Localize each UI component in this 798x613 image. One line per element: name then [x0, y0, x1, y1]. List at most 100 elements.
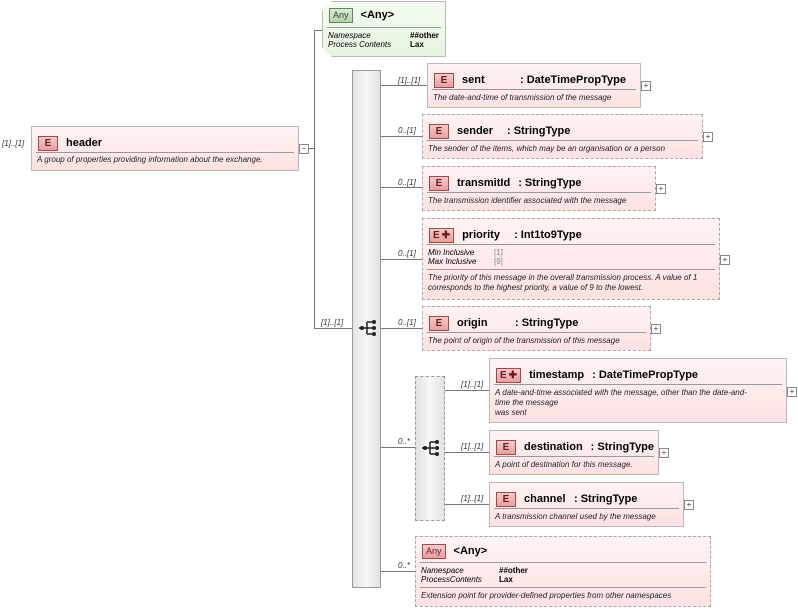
any-bottom-props: Namespace ##other ProcessContents Lax [421, 566, 528, 584]
origin-cardinality: 0..[1] [398, 318, 416, 327]
origin-name: origin [457, 317, 488, 329]
channel-element[interactable]: E channel : StringType A transmission ch… [489, 482, 684, 527]
timestamp-type: : DateTimePropType [592, 369, 699, 381]
transmitid-heading: E transmitId : StringType [429, 173, 582, 193]
sent-heading: E sent : DateTimePropType [434, 70, 626, 90]
sender-name: sender [457, 125, 494, 137]
facet-value: [1] [494, 248, 503, 257]
any-badge-icon: Any [422, 543, 446, 559]
facet-key: Min Inclusive [428, 248, 475, 257]
expand-icon[interactable]: + [656, 184, 666, 194]
element-plus-badge-icon: E✚ [496, 367, 522, 383]
channel-doc: A transmission channel used by the messa… [495, 512, 656, 521]
any-bottom-heading: Any <Any> [422, 541, 495, 561]
destination-heading: E destination : StringType [496, 437, 654, 457]
prop-value: ##other [410, 31, 439, 40]
sequence-icon [359, 320, 376, 336]
sent-doc: The date-and-time of transmission of the… [433, 93, 612, 102]
header-cardinality: [1]..[1] [2, 139, 25, 148]
priority-heading: E✚ priority : Int1to9Type [429, 225, 582, 245]
sender-element[interactable]: E sender : StringType The sender of the … [422, 114, 703, 159]
sequence-icon [422, 440, 439, 456]
timestamp-element[interactable]: E✚ timestamp : DateTimePropType A date-a… [489, 358, 787, 423]
destination-name: destination [524, 441, 583, 453]
expand-icon[interactable]: + [659, 448, 669, 458]
channel-type: : StringType [574, 493, 638, 505]
header-element-name: header [66, 137, 103, 149]
channel-name: channel [524, 493, 566, 505]
sent-name: sent [462, 74, 485, 86]
transmitid-doc: The transmission identifier associated w… [428, 196, 627, 205]
any-badge-icon: Any [329, 8, 353, 23]
sender-heading: E sender : StringType [429, 121, 570, 141]
expand-icon[interactable]: + [684, 500, 694, 510]
priority-name: priority [462, 229, 500, 241]
origin-doc: The point of origin of the transmission … [428, 336, 620, 345]
sent-element[interactable]: E sent : DateTimePropType The date-and-t… [427, 63, 641, 108]
sender-cardinality: 0..[1] [398, 126, 416, 135]
origin-type: : StringType [515, 317, 579, 329]
transmitid-type: : StringType [518, 177, 582, 189]
priority-cardinality: 0..[1] [398, 249, 416, 258]
facet-value: [9] [494, 257, 503, 266]
any-bottom-element[interactable]: Any <Any> Namespace ##other ProcessConten… [415, 536, 711, 607]
priority-facets: Min Inclusive [1] Max Inclusive [9] [428, 248, 503, 266]
prop-key: Process Contents [328, 40, 392, 49]
element-badge-icon: E [434, 72, 454, 88]
element-badge-icon: E [429, 315, 449, 331]
origin-heading: E origin : StringType [429, 313, 578, 333]
prop-key: ProcessContents [421, 575, 482, 584]
channel-heading: E channel : StringType [496, 489, 637, 509]
priority-doc: The priority of this message in the over… [428, 273, 698, 292]
facet-key: Max Inclusive [428, 257, 477, 266]
any-top-title: <Any> [360, 9, 395, 21]
collapse-icon[interactable]: − [299, 144, 309, 154]
any-top-heading: Any <Any> [329, 5, 402, 25]
header-element[interactable]: E header A group of properties providing… [31, 126, 299, 171]
element-badge-icon: E [429, 123, 449, 139]
channel-cardinality: [1]..[1] [461, 494, 484, 503]
destination-doc: A point of destination for this message. [495, 460, 633, 469]
any-bottom-title: <Any> [453, 545, 488, 557]
expand-icon[interactable]: + [703, 132, 713, 142]
sent-cardinality: [1]..[1] [398, 76, 421, 85]
any-bottom-cardinality: 0..* [398, 561, 411, 570]
element-badge-icon: E [496, 491, 516, 507]
sent-type: : DateTimePropType [520, 74, 626, 86]
timestamp-doc: A date-and-time associated with the mess… [495, 388, 747, 417]
timestamp-cardinality: [1]..[1] [461, 380, 484, 389]
transmitid-name: transmitId [457, 177, 511, 189]
prop-value: ##other [499, 566, 528, 575]
priority-type: : Int1to9Type [514, 229, 582, 241]
header-element-doc: A group of properties providing informat… [37, 155, 263, 164]
origin-element[interactable]: E origin : StringType The point of origi… [422, 306, 651, 351]
sequence-cardinality: [1]..[1] [321, 318, 344, 327]
any-top-props: Namespace ##other Process Contents Lax [328, 31, 439, 49]
destination-type: : StringType [590, 441, 655, 453]
transmitid-element[interactable]: E transmitId : StringType The transmissi… [422, 166, 656, 211]
timestamp-name: timestamp [529, 369, 585, 381]
sender-type: : StringType [507, 125, 571, 137]
header-element-heading: E header [38, 133, 110, 153]
any-bottom-doc: Extension point for provider-defined pro… [421, 591, 672, 600]
destination-cardinality: [1]..[1] [461, 442, 484, 451]
prop-value: Lax [410, 40, 424, 49]
element-plus-badge-icon: E✚ [429, 227, 455, 243]
transmitid-cardinality: 0..[1] [398, 178, 416, 187]
prop-value: Lax [499, 575, 513, 584]
timestamp-heading: E✚ timestamp : DateTimePropType [496, 365, 698, 385]
prop-key: Namespace [328, 31, 371, 40]
expand-icon[interactable]: + [787, 387, 797, 397]
prop-key: Namespace [421, 566, 464, 575]
expand-icon[interactable]: + [651, 324, 661, 334]
element-badge-icon: E [496, 439, 516, 455]
expand-icon[interactable]: + [720, 255, 730, 265]
inner-sequence-cardinality: 0..* [398, 437, 411, 446]
expand-icon[interactable]: + [641, 81, 651, 91]
any-top-element[interactable]: Any <Any> Namespace ##other Process Conte… [322, 1, 446, 57]
element-badge-icon: E [38, 135, 58, 151]
priority-element[interactable]: E✚ priority : Int1to9Type Min Inclusive [… [422, 218, 720, 300]
element-badge-icon: E [429, 175, 449, 191]
sender-doc: The sender of the items, which may be an… [428, 144, 666, 153]
destination-element[interactable]: E destination : StringType A point of de… [489, 430, 659, 475]
